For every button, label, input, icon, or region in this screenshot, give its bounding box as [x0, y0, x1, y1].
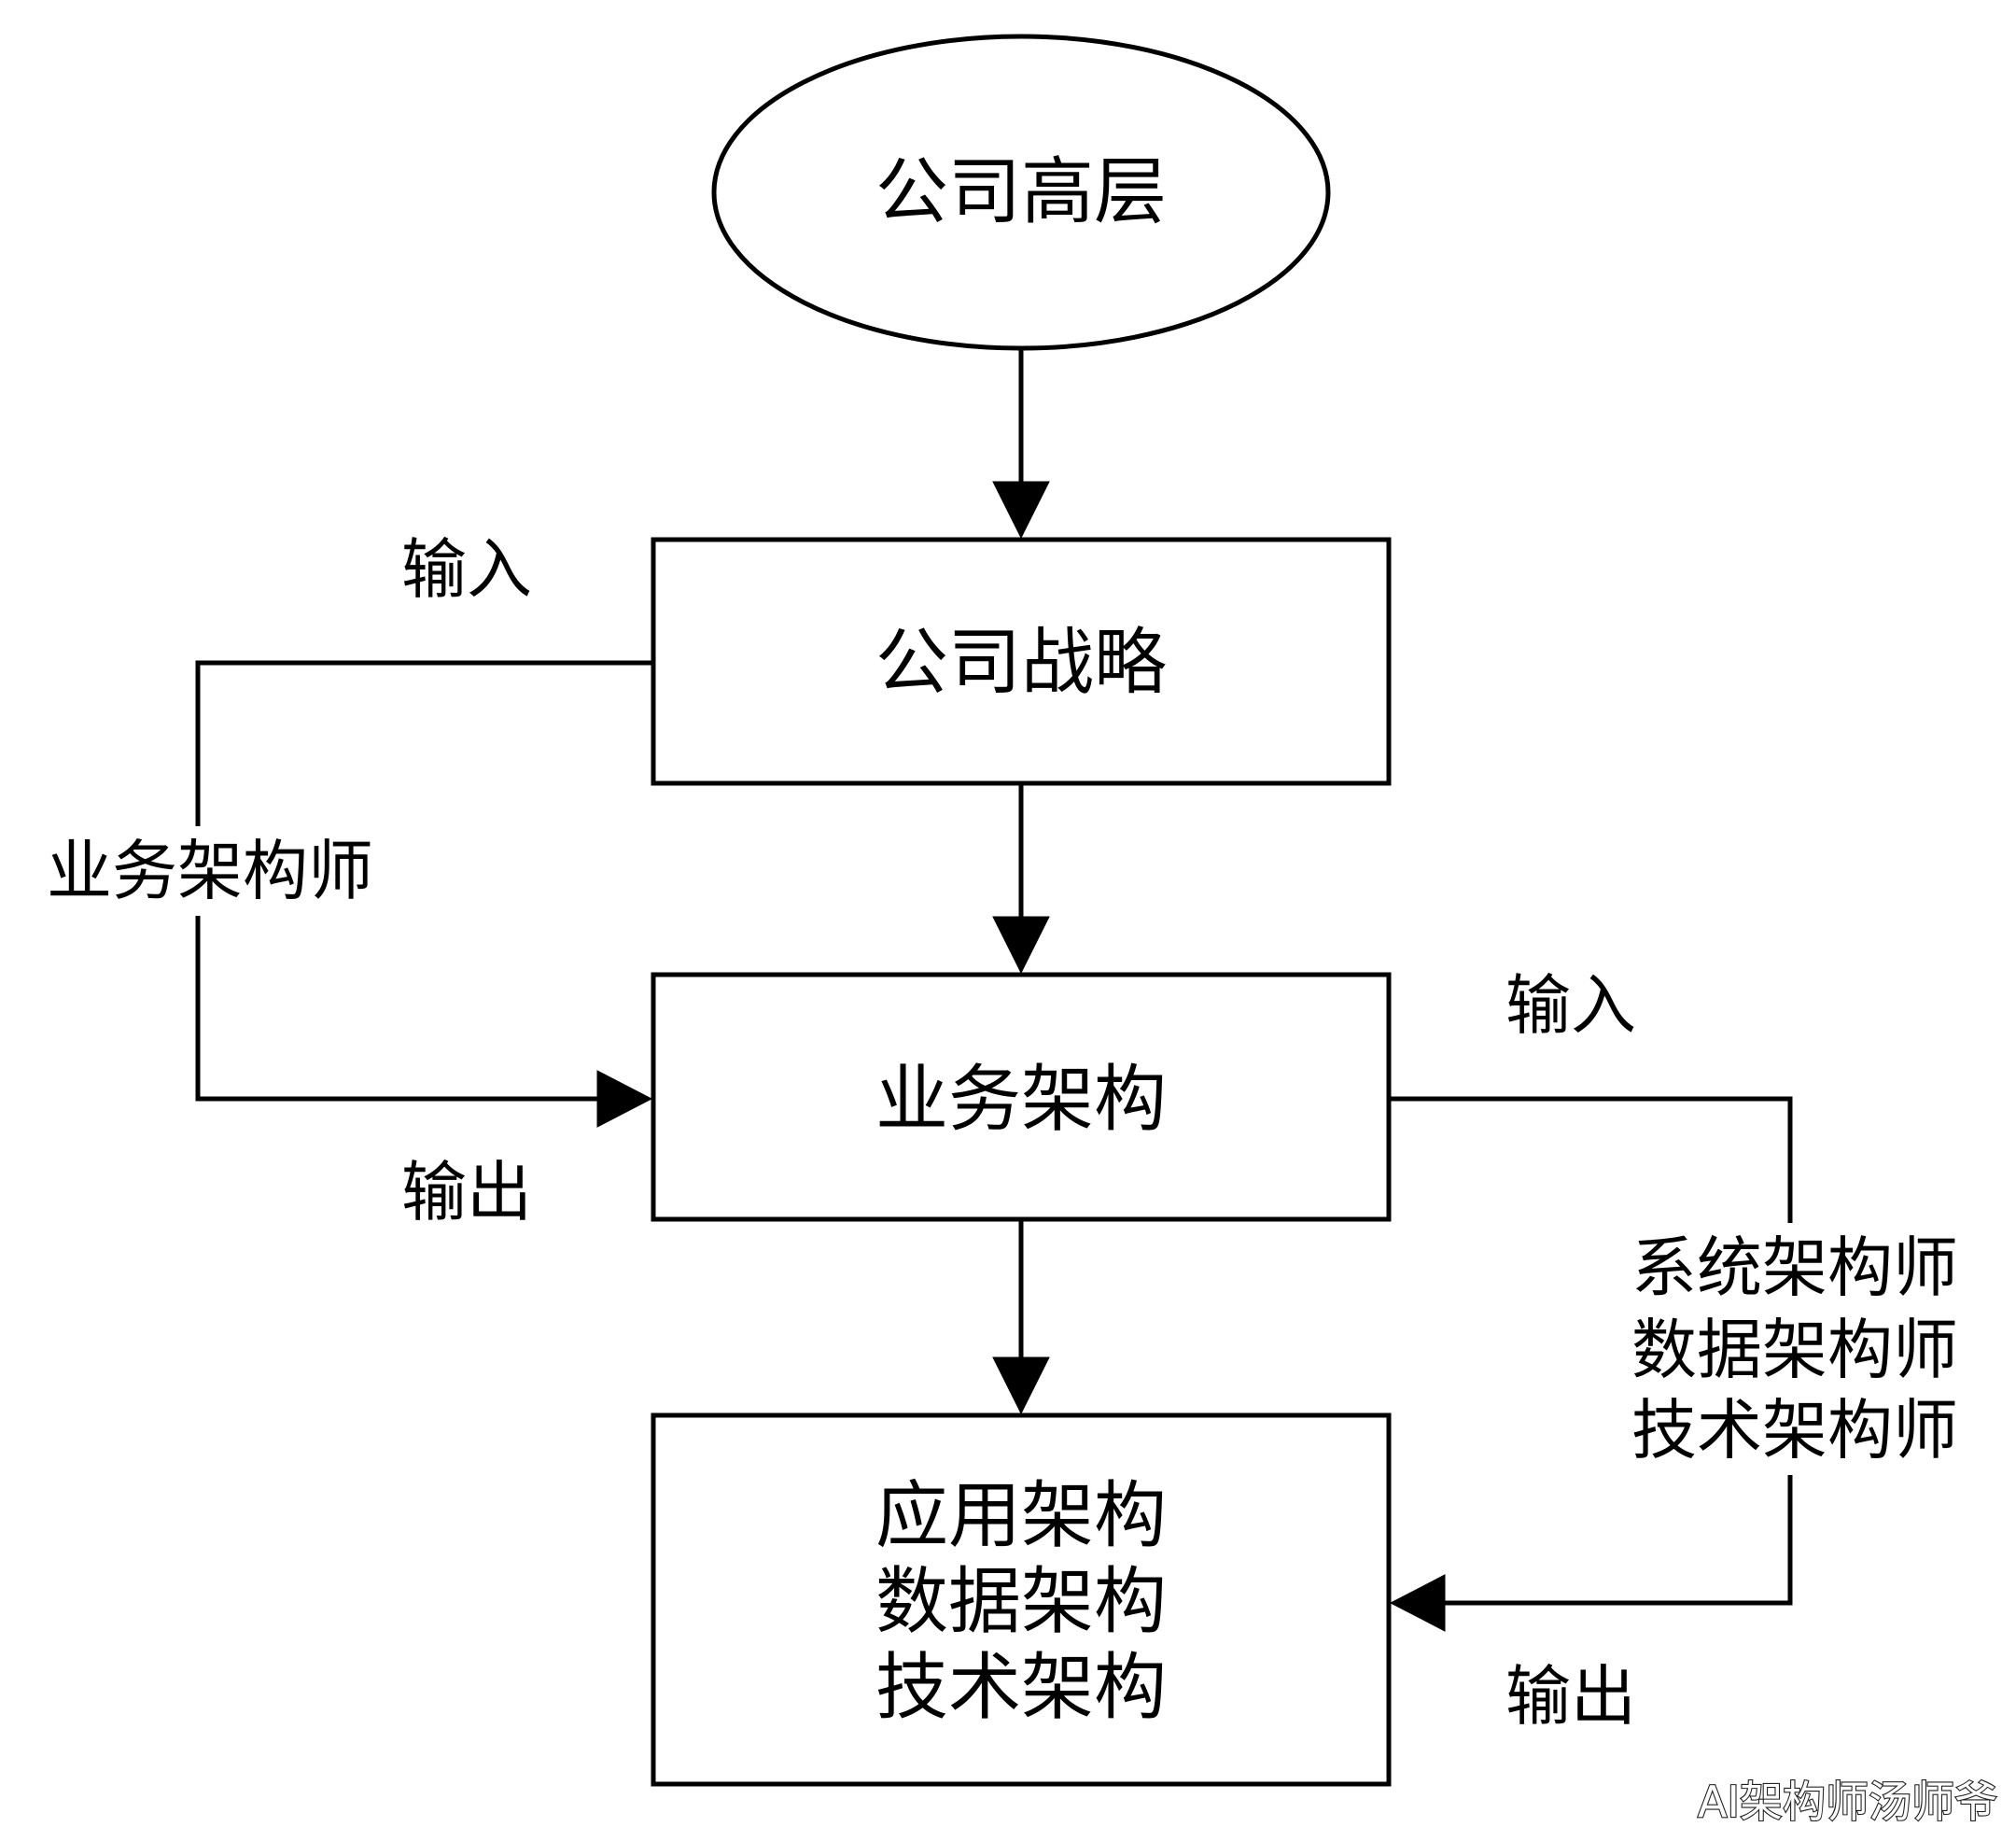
- left-loop-arrowhead: [596, 1070, 653, 1128]
- arrowhead-executives-to-strategy: [992, 481, 1050, 540]
- left-loop-input-label: 输入: [401, 531, 532, 608]
- node-executives-label: 公司高层: [875, 150, 1167, 234]
- right-loop-role-label-bg: [1624, 1223, 1966, 1475]
- right-loop-arrowhead: [1389, 1574, 1446, 1632]
- right-loop-input-label: 输入: [1505, 967, 1636, 1044]
- node-architectures-line-2: 数据架构: [875, 1560, 1167, 1644]
- right-loop-role-line-3: 技术架构师: [1631, 1392, 1958, 1469]
- watermark: AI架构师汤师爷: [1698, 1777, 1997, 1827]
- left-loop-role-label: 业务架构师: [47, 833, 373, 909]
- arrowhead-business-to-architectures: [992, 1356, 1050, 1415]
- node-architectures-line-1: 应用架构: [875, 1474, 1167, 1558]
- node-business-architecture-label: 业务架构: [875, 1058, 1167, 1142]
- node-architectures-line-3: 技术架构: [875, 1646, 1167, 1730]
- node-strategy-label: 公司战略: [875, 621, 1167, 705]
- right-loop-role-line-1: 系统架构师: [1631, 1230, 1958, 1306]
- arrowhead-strategy-to-business: [992, 916, 1050, 975]
- node-architectures-shape: [651, 1412, 1392, 1787]
- left-loop-role-label-bg: [37, 826, 383, 916]
- right-loop-role-line-2: 数据架构师: [1631, 1312, 1958, 1388]
- node-strategy-shape: [651, 537, 1392, 786]
- left-loop-output-label: 输出: [401, 1154, 532, 1230]
- right-loop-output-label: 输出: [1505, 1658, 1636, 1735]
